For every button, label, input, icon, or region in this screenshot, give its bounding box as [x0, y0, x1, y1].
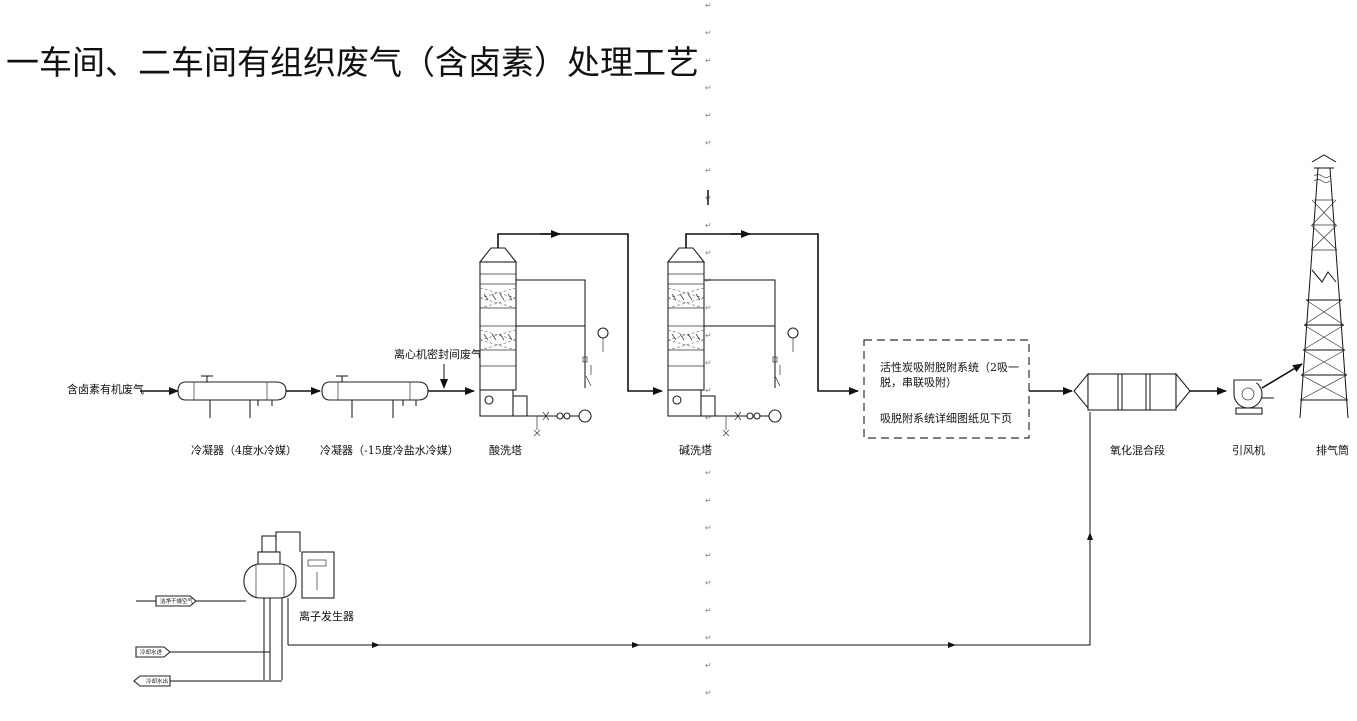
paragraph-mark: ↵ — [705, 84, 712, 93]
pipe-fan-to-stack — [1261, 363, 1303, 389]
paragraph-mark: ↵ — [705, 1, 712, 10]
paragraph-mark: ↵ — [705, 29, 712, 38]
label-carbon-system-line2: 脱，串联吸附） — [880, 375, 957, 389]
paragraph-mark: ↵ — [705, 551, 712, 560]
label-acid-tower: 酸洗塔 — [489, 443, 522, 457]
label-carbon-system-note: 吸脱附系统详细图纸见下页 — [880, 411, 1012, 425]
label-oxidation-mixing: 氧化混合段 — [1110, 443, 1165, 457]
acid-recirculation — [516, 279, 609, 437]
svg-text:冷却水出: 冷却水出 — [146, 677, 168, 685]
alkali-scrubber-tower — [666, 247, 716, 417]
exhaust-stack — [1299, 154, 1349, 419]
paragraph-mark: ↵ — [705, 304, 712, 313]
paragraph-mark: ↵ — [705, 661, 712, 670]
label-condenser-2: 冷凝器（-15度冷盐水冷媒） — [320, 443, 459, 457]
paragraph-mark: ↵ — [705, 359, 712, 368]
condenser-1 — [177, 375, 287, 418]
induced-draft-fan — [1233, 379, 1274, 415]
paragraph-mark: ↵ — [705, 414, 712, 423]
acid-scrubber-tower — [478, 247, 528, 417]
paragraph-mark: ↵ — [705, 221, 712, 230]
label-ion-generator: 离子发生器 — [299, 609, 354, 623]
paragraph-mark: ↵ — [705, 56, 712, 65]
oxidation-mixing-section — [1073, 372, 1191, 411]
condenser-2 — [321, 375, 429, 418]
paragraph-mark: ↵ — [705, 469, 712, 478]
svg-text:冷却水进: 冷却水进 — [140, 648, 163, 656]
label-centrifuge-seal-gas: 离心机密封间废气 — [394, 347, 482, 361]
paragraph-marks: ↵↵↵↵↵↵↵↵↵↵↵↵↵↵↵↵↵↵↵↵↵↵↵↵↵↵ — [705, 1, 712, 698]
ion-generator-cabinet — [301, 551, 335, 599]
paragraph-mark: ↵ — [705, 689, 712, 698]
paragraph-mark: ↵ — [705, 331, 712, 340]
tag-clean-dry-air: 洁净干燥空气 — [136, 595, 246, 607]
activated-carbon-system-box — [863, 339, 1030, 439]
paragraph-mark: ↵ — [705, 579, 712, 588]
paragraph-mark: ↵ — [705, 496, 712, 505]
label-stack: 排气筒 — [1316, 443, 1349, 457]
pipe-acid-to-alkali — [497, 233, 663, 395]
pipe-alkali-to-carbon — [685, 233, 859, 395]
paragraph-mark: ↵ — [705, 606, 712, 615]
label-inlet-gas: 含卤素有机废气 — [67, 382, 144, 396]
label-carbon-system-line1: 活性炭吸附脱附系统（2吸一 — [880, 360, 1019, 374]
paragraph-mark: ↵ — [705, 441, 712, 450]
paragraph-mark: ↵ — [705, 634, 712, 643]
svg-text:洁净干燥空气: 洁净干燥空气 — [160, 597, 194, 605]
label-condenser-1: 冷凝器（4度水冷媒） — [191, 443, 297, 457]
tag-cooling-water-in: 冷却水进 — [135, 646, 270, 658]
ion-generator-vessel — [243, 531, 301, 680]
diagram-title: 一车间、二车间有组织废气（含卤素）处理工艺 — [6, 43, 699, 82]
paragraph-mark: ↵ — [705, 249, 712, 258]
label-induced-fan: 引风机 — [1232, 443, 1265, 457]
paragraph-mark: ↵ — [705, 111, 712, 120]
paragraph-mark: ↵ — [705, 166, 712, 175]
pipe-ion-to-oxidation — [288, 412, 1091, 646]
paragraph-mark: ↵ — [705, 386, 712, 395]
paragraph-mark: ↵ — [705, 139, 712, 148]
label-alkali-tower: 碱洗塔 — [679, 444, 712, 457]
alkali-recirculation — [704, 279, 799, 437]
tag-cooling-water-out: 冷却水出 — [133, 675, 282, 687]
paragraph-mark: ↵ — [705, 524, 712, 533]
